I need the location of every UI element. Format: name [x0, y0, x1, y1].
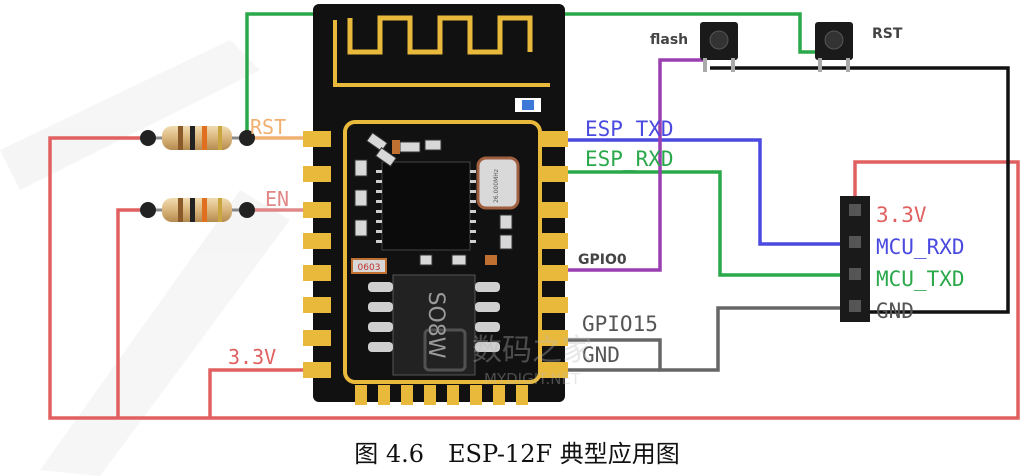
label-gpio15: GPIO15 [582, 312, 658, 336]
header-pin-gnd: GND [876, 299, 914, 323]
resistor-0603-label: 0603 [358, 263, 381, 273]
label-flash-button: flash [650, 32, 688, 48]
left-pads [303, 131, 331, 378]
label-esp-txd: ESP_TXD [585, 117, 674, 141]
label-gpio0: GPIO0 [578, 252, 627, 268]
flash-chip [392, 274, 476, 376]
label-rst-button: RST [872, 26, 903, 42]
resistor-0603 [351, 258, 387, 274]
label-rst: RST [250, 115, 286, 139]
watermark-strokes [0, 40, 290, 476]
purple-wire-gpio0 [555, 58, 705, 272]
figure-caption: 图 4.6 ESP-12F 典型应用图 [354, 440, 680, 468]
esp8266-chip [381, 161, 471, 251]
green-wire-rst [245, 12, 830, 138]
esp12f-module: 26.000MHz 0603 [303, 4, 568, 405]
smd-components [354, 132, 513, 266]
crystal-label: 26.000MHz [493, 169, 500, 203]
header-pin-mcu-rxd: MCU_RXD [876, 235, 965, 259]
crystal [476, 156, 520, 210]
watermark-en: MYDIGIT.NET [484, 370, 581, 388]
gray-wire-gpio15 [555, 306, 850, 372]
pcb-antenna [347, 15, 533, 55]
flash-chip-label: SO8W [423, 291, 448, 358]
flash-button[interactable] [700, 22, 738, 72]
red-wire-3v3 [208, 368, 318, 418]
bottom-pads [355, 385, 528, 405]
resistor-en [140, 198, 255, 222]
label-3v3-left: 3.3V [228, 345, 276, 369]
header-pin-3v3: 3.3V [876, 203, 927, 227]
watermark: 数码之家 MYDIGIT.NET [423, 328, 592, 388]
red-wire [48, 136, 1020, 420]
label-gnd-module: GND [582, 343, 620, 367]
pin-header [840, 196, 870, 322]
right-pads [540, 131, 568, 378]
blue-wire-txd [555, 138, 850, 246]
header-pin-mcu-txd: MCU_TXD [876, 267, 965, 291]
green-wire-rxd [555, 170, 850, 277]
label-esp-rxd: ESP_RXD [585, 147, 674, 171]
rst-button[interactable] [815, 22, 853, 72]
label-en: EN [265, 187, 289, 211]
black-wire-gnd [710, 66, 1010, 314]
resistor-rst [140, 126, 255, 150]
watermark-cn: 数码之家 [472, 333, 592, 368]
